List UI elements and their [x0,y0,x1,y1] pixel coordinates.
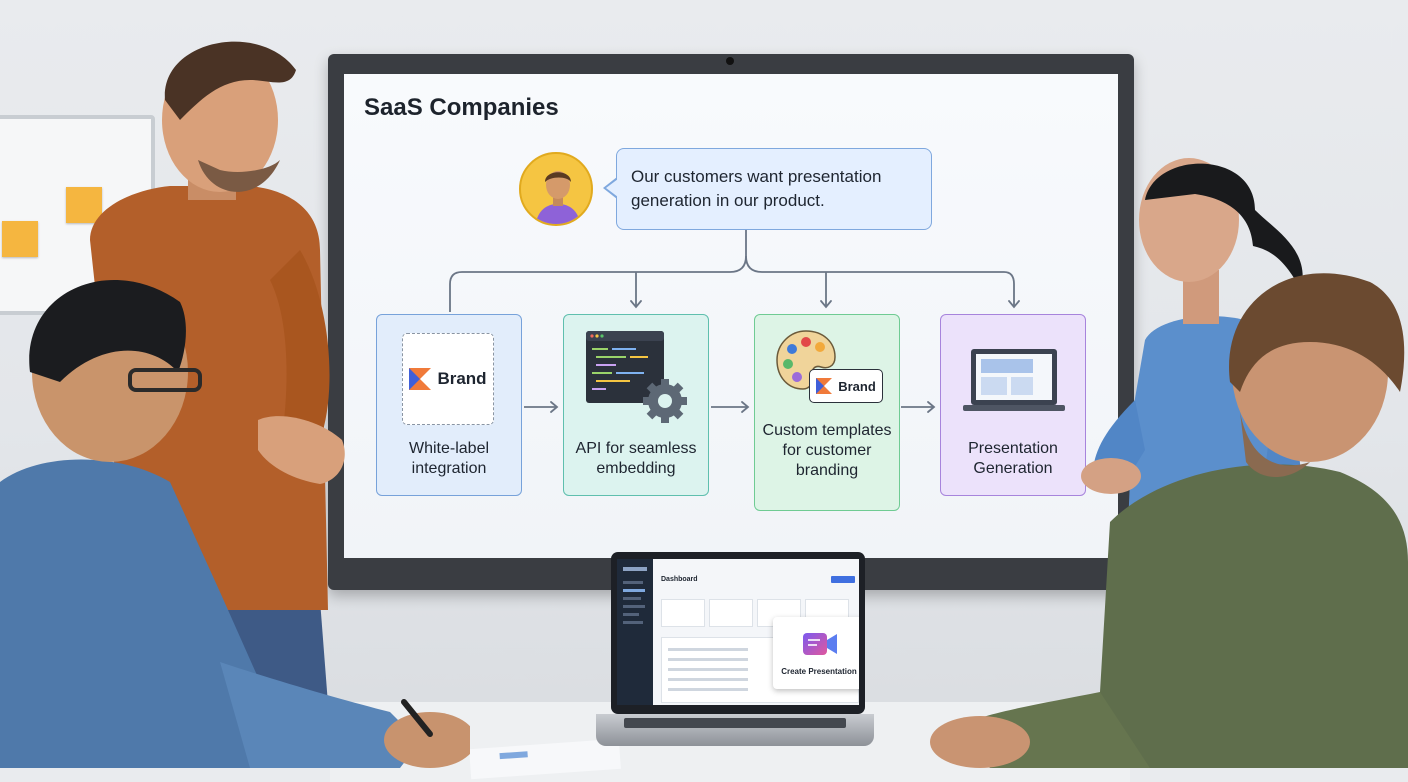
card-custom-templates: Brand Custom templates for customer bran… [754,314,900,511]
card-presentation-generation: Presentation Generation [940,314,1086,496]
slide-title: SaaS Companies [364,94,559,121]
card-label: Custom templates for customer branding [762,422,892,479]
laptop-screen: Dashboard Create Presentation [617,559,859,705]
laptop-sidebar [617,559,653,705]
card-white-label: Brand White-label integration [376,314,522,496]
camera-icon [726,57,734,65]
sticky-note [2,221,38,257]
card-api: API for seamless embedding [563,314,709,496]
customer-avatar-icon [519,152,593,226]
speech-bubble: Our customers want presentation generati… [616,148,932,230]
wall-display: SaaS Companies Our customers want presen… [328,54,1134,590]
card-label: API for seamless embedding [575,440,697,477]
create-presentation-card[interactable]: Create Presentation [773,617,859,689]
brand-tag: Brand [809,369,883,403]
video-camera-icon [803,633,837,655]
speech-bubble-tail-fill [606,179,618,197]
flow-connectors [449,230,1020,413]
stat-card [661,599,705,627]
sticky-note [66,187,102,223]
laptop-keyboard-base [596,714,874,746]
person-seated-left [0,279,470,768]
palette-icon [776,330,836,390]
brand-text: Brand [437,369,487,388]
create-presentation-label: Create Presentation [781,667,857,676]
brand-text: Brand [838,378,876,394]
brand-logo-icon [816,378,833,394]
code-editor-gear-icon [586,331,687,423]
person-seated-right [930,273,1408,768]
card-label: White-label integration [408,440,490,477]
card-label: Presentation Generation [968,440,1058,477]
laptop-primary-button[interactable] [831,576,855,583]
slide: SaaS Companies Our customers want presen… [344,74,1118,558]
laptop-keyboard [624,718,846,728]
laptop-page-title: Dashboard [661,576,698,583]
laptop-icon [963,349,1065,411]
stat-card [709,599,753,627]
brand-placeholder: Brand [402,333,494,425]
brand-logo-icon [409,368,432,390]
laptop: Dashboard Create Presentation [611,552,865,714]
